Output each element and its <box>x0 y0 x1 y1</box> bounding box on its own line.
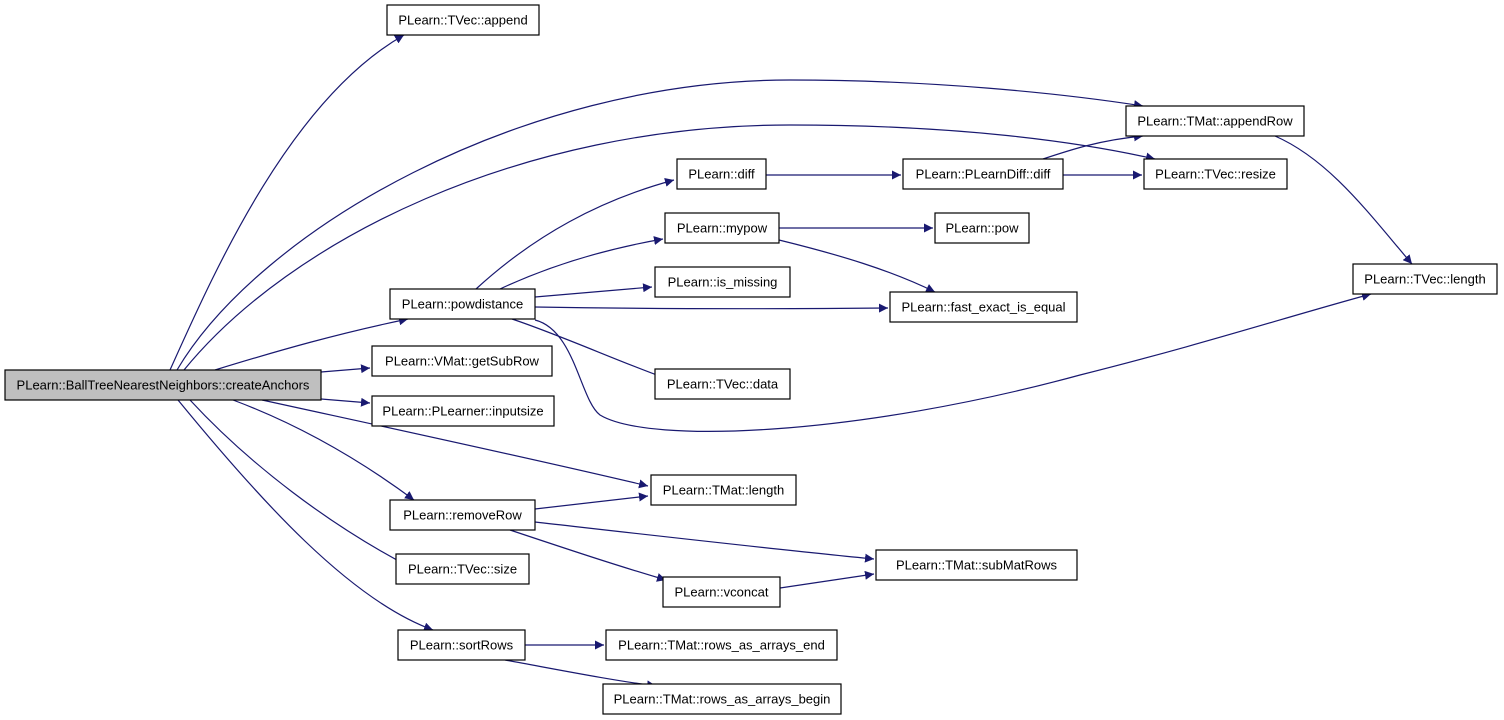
nodes-layer: PLearn::BallTreeNearestNeighbors::create… <box>4 4 1498 715</box>
node-label: PLearn::pow <box>946 221 1020 236</box>
node-box[interactable] <box>389 288 536 320</box>
edge-root-to-sortRows <box>177 399 434 632</box>
node-box[interactable] <box>1352 263 1498 295</box>
node-tmat-length[interactable]: PLearn::TMat::length <box>650 474 797 506</box>
node-removeRow[interactable]: PLearn::removeRow <box>389 499 536 531</box>
node-mypow[interactable]: PLearn::mypow <box>664 212 780 244</box>
edge-powdistance-to-tvec_length <box>534 292 1372 432</box>
node-is-missing[interactable]: PLearn::is_missing <box>654 266 791 298</box>
node-label: PLearn::diff <box>688 167 755 182</box>
node-label: PLearn::TVec::length <box>1364 272 1485 287</box>
node-box[interactable] <box>650 474 797 506</box>
node-box[interactable] <box>902 158 1064 190</box>
node-label: PLearn::BallTreeNearestNeighbors::create… <box>17 378 310 393</box>
node-label: PLearn::fast_exact_is_equal <box>901 300 1065 315</box>
edge-root-to-inputsize <box>320 397 371 407</box>
node-box[interactable] <box>875 549 1078 581</box>
node-label: PLearn::TVec::data <box>667 377 779 392</box>
node-plearndiff-diff[interactable]: PLearn::PLearnDiff::diff <box>902 158 1064 190</box>
node-tvec-length[interactable]: PLearn::TVec::length <box>1352 263 1498 295</box>
node-getSubRow[interactable]: PLearn::VMat::getSubRow <box>371 345 553 377</box>
node-box[interactable] <box>371 395 555 427</box>
node-subMatRows[interactable]: PLearn::TMat::subMatRows <box>875 549 1078 581</box>
node-label: PLearn::is_missing <box>668 275 778 290</box>
node-label: PLearn::TMat::rows_as_arrays_end <box>618 638 825 653</box>
node-tvec-data[interactable]: PLearn::TVec::data <box>654 368 791 400</box>
node-powdistance[interactable]: PLearn::powdistance <box>389 288 536 320</box>
edge-mypow-to-fast_exact_is_equal <box>778 239 936 293</box>
node-label: PLearn::TMat::rows_as_arrays_begin <box>614 692 831 707</box>
node-box[interactable] <box>664 212 780 244</box>
node-tvec-resize[interactable]: PLearn::TVec::resize <box>1143 158 1288 190</box>
node-label: PLearn::TVec::resize <box>1155 167 1276 182</box>
node-box[interactable] <box>1143 158 1288 190</box>
edge-removeRow-to-subMatRows <box>534 521 875 563</box>
node-box[interactable] <box>1125 105 1305 137</box>
node-label: PLearn::VMat::getSubRow <box>385 354 540 369</box>
edge-root-to-powdistance <box>214 316 409 371</box>
edge-powdistance-to-fast_exact_is_equal <box>534 303 889 313</box>
edge-powdistance-to-tvec_data <box>511 318 666 380</box>
node-vconcat[interactable]: PLearn::vconcat <box>662 576 781 608</box>
node-rows-begin[interactable]: PLearn::TMat::rows_as_arrays_begin <box>602 683 842 715</box>
node-label: PLearn::sortRows <box>410 638 514 653</box>
node-box[interactable] <box>602 683 842 715</box>
node-root[interactable]: PLearn::BallTreeNearestNeighbors::create… <box>4 369 322 401</box>
edge-root-to-removeRow <box>232 399 415 501</box>
node-label: PLearn::TMat::length <box>663 483 784 498</box>
edge-plearndiff_diff-to-tmat_appendRow <box>1042 132 1144 160</box>
node-label: PLearn::powdistance <box>402 297 523 312</box>
node-tvec-append[interactable]: PLearn::TVec::append <box>386 4 540 36</box>
node-box[interactable] <box>386 4 540 36</box>
node-box[interactable] <box>934 212 1030 244</box>
node-box[interactable] <box>389 499 536 531</box>
node-box[interactable] <box>654 368 791 400</box>
node-box[interactable] <box>395 553 530 585</box>
node-box[interactable] <box>371 345 553 377</box>
edge-powdistance-to-is_missing <box>534 283 653 298</box>
edge-removeRow-to-vconcat <box>509 529 667 582</box>
node-box[interactable] <box>654 266 791 298</box>
node-box[interactable] <box>397 629 526 661</box>
node-box[interactable] <box>676 158 767 190</box>
edge-root-to-tmat_length <box>261 399 649 489</box>
node-label: PLearn::mypow <box>677 221 768 236</box>
edge-root-to-tmat_appendRow <box>176 79 1144 371</box>
edge-powdistance-to-mypow <box>499 236 664 290</box>
edge-vconcat-to-subMatRows <box>779 570 875 589</box>
node-box[interactable] <box>4 369 322 401</box>
node-label: PLearn::TMat::subMatRows <box>896 558 1058 573</box>
edge-root-to-tvec_append <box>169 34 405 371</box>
node-tmat-appendRow[interactable]: PLearn::TMat::appendRow <box>1125 105 1305 137</box>
node-label: PLearn::TMat::appendRow <box>1137 114 1293 129</box>
node-sortRows[interactable]: PLearn::sortRows <box>397 629 526 661</box>
node-diff[interactable]: PLearn::diff <box>676 158 767 190</box>
node-label: PLearn::TVec::append <box>398 13 527 28</box>
node-pow[interactable]: PLearn::pow <box>934 212 1030 244</box>
edge-removeRow-to-tmat_length <box>534 492 649 510</box>
node-box[interactable] <box>662 576 781 608</box>
edge-root-to-tvec_resize <box>183 124 1156 371</box>
node-box[interactable] <box>889 291 1078 323</box>
edge-root-to-getSubRow <box>320 364 371 374</box>
edge-root-to-tvec_size <box>189 399 409 567</box>
node-rows-end[interactable]: PLearn::TMat::rows_as_arrays_end <box>605 629 838 661</box>
edges-layer <box>169 34 1413 690</box>
node-tvec-size[interactable]: PLearn::TVec::size <box>395 553 530 585</box>
edge-powdistance-to-diff <box>475 178 675 290</box>
node-inputsize[interactable]: PLearn::PLearner::inputsize <box>371 395 555 427</box>
edge-tmat_appendRow-to-tvec_length <box>1274 135 1413 265</box>
node-label: PLearn::PLearner::inputsize <box>382 404 543 419</box>
node-fast-exact-is-equal[interactable]: PLearn::fast_exact_is_equal <box>889 291 1078 323</box>
node-label: PLearn::vconcat <box>675 585 769 600</box>
edge-sortRows-to-rows_begin <box>504 659 657 690</box>
node-label: PLearn::TVec::size <box>408 562 517 577</box>
node-box[interactable] <box>605 629 838 661</box>
node-label: PLearn::PLearnDiff::diff <box>916 167 1051 182</box>
node-label: PLearn::removeRow <box>403 508 522 523</box>
